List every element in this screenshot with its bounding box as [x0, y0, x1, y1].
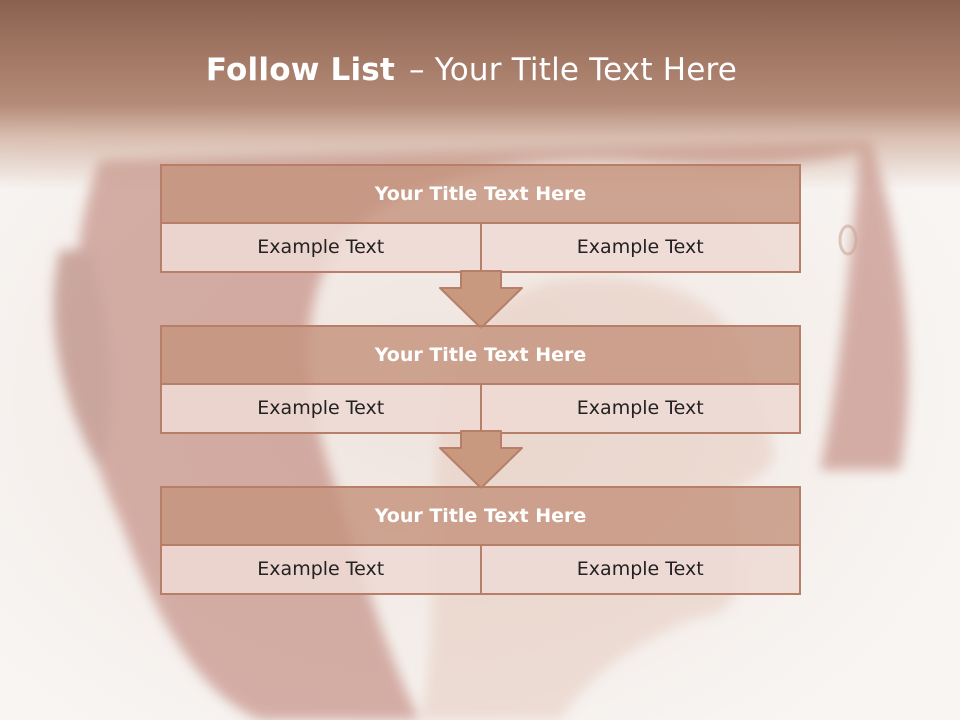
list-block-1: Your Title Text Here Example Text Exampl…: [160, 164, 801, 273]
slide-title: Follow List–Your Title Text Here: [0, 52, 943, 88]
down-arrow-icon: [439, 270, 523, 329]
list-block-title: Your Title Text Here: [162, 488, 799, 546]
list-block-title: Your Title Text Here: [162, 166, 799, 224]
list-block-cell-right: Example Text: [479, 546, 799, 593]
slide-title-separator: –: [408, 52, 425, 88]
list-block-cell-left: Example Text: [162, 385, 480, 432]
list-block-cell-right: Example Text: [479, 224, 799, 271]
list-block-3: Your Title Text Here Example Text Exampl…: [160, 486, 801, 595]
list-block-cell-left: Example Text: [162, 546, 480, 593]
list-block-row: Example Text Example Text: [162, 224, 799, 271]
list-block-row: Example Text Example Text: [162, 546, 799, 593]
list-block-row: Example Text Example Text: [162, 385, 799, 432]
slide-title-rest: Your Title Text Here: [434, 52, 738, 88]
down-arrow-icon: [439, 430, 523, 489]
list-block-2: Your Title Text Here Example Text Exampl…: [160, 325, 801, 434]
list-block-title: Your Title Text Here: [162, 327, 799, 385]
earring-shape: [838, 224, 858, 256]
list-block-cell-left: Example Text: [162, 224, 480, 271]
header-band: [0, 0, 960, 190]
slide-title-bold: Follow List: [205, 52, 395, 88]
list-block-cell-right: Example Text: [479, 385, 799, 432]
